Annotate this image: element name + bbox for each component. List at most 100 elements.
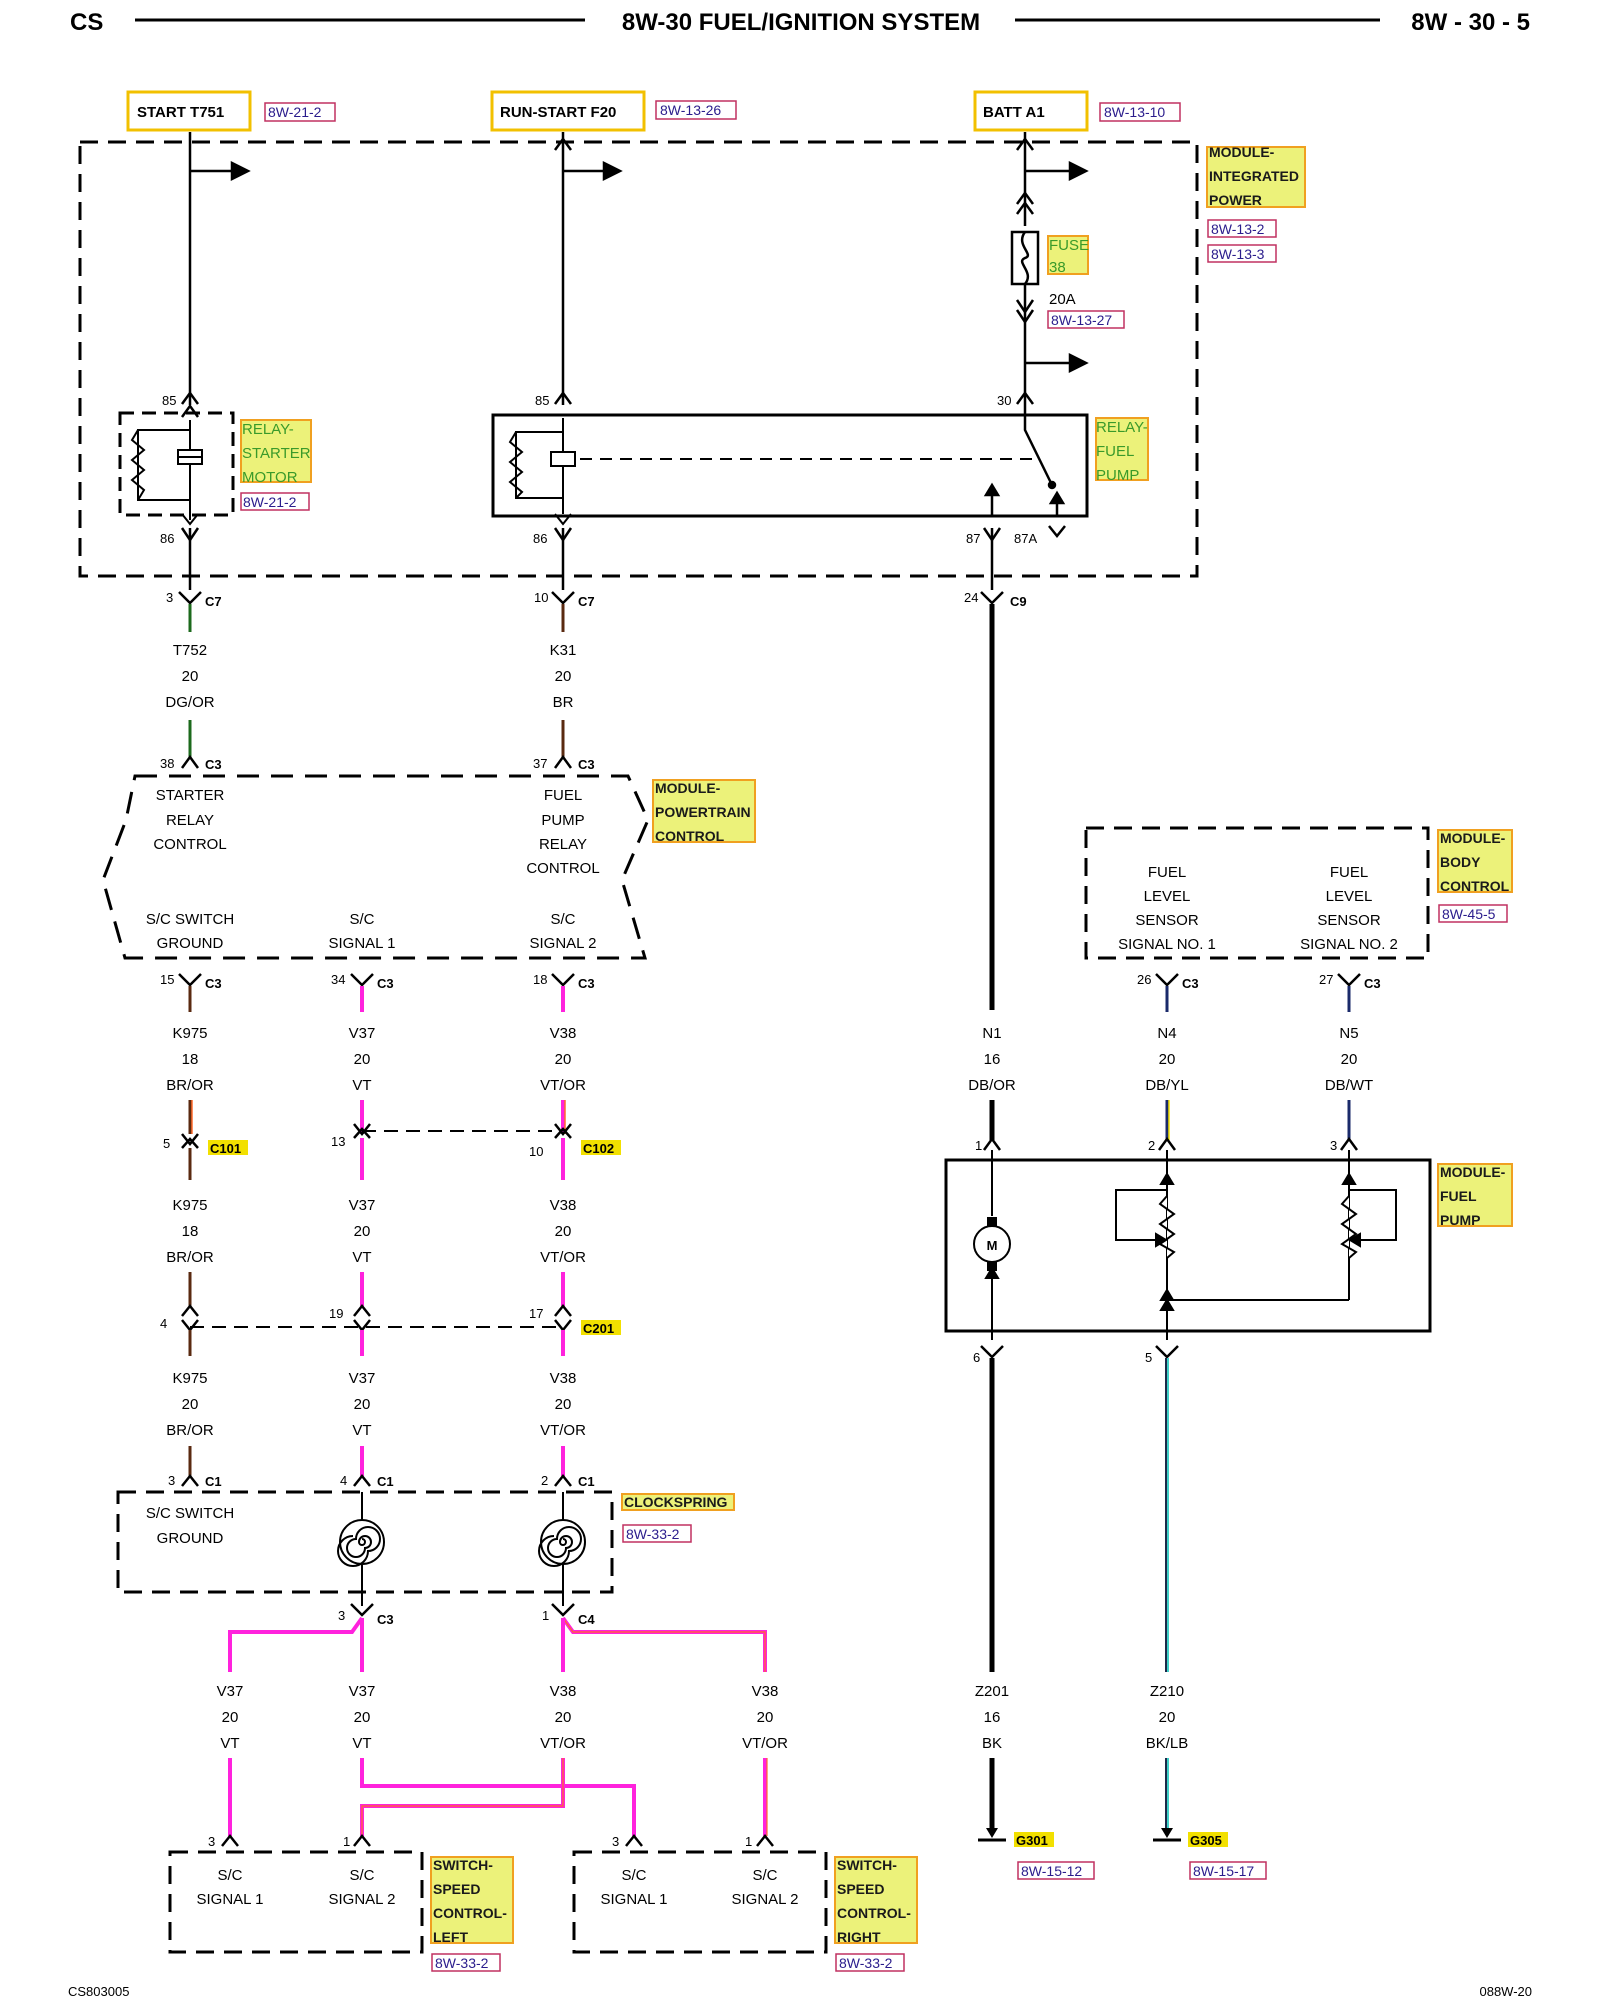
- svg-text:POWERTRAIN: POWERTRAIN: [655, 804, 751, 820]
- svg-text:Z210: Z210: [1150, 1683, 1184, 1700]
- svg-text:S/C: S/C: [217, 1867, 242, 1884]
- svg-text:MODULE-: MODULE-: [1209, 144, 1275, 160]
- svg-text:POWER: POWER: [1209, 192, 1262, 208]
- switch-left-label: SWITCH- SPEED CONTROL- LEFT 8W-33-2: [430, 1856, 514, 1972]
- svg-text:S/C: S/C: [349, 1867, 374, 1884]
- svg-text:C3: C3: [377, 1612, 394, 1627]
- ipm-ref-1[interactable]: 8W-13-2: [1211, 221, 1265, 237]
- svg-text:4: 4: [340, 1473, 347, 1488]
- clockspring-ref[interactable]: 8W-33-2: [626, 1526, 680, 1542]
- svg-text:S/C SWITCH: S/C SWITCH: [146, 1505, 234, 1522]
- svg-text:5: 5: [163, 1136, 170, 1151]
- svg-text:SIGNAL 2: SIGNAL 2: [732, 1891, 799, 1908]
- svg-text:BODY: BODY: [1440, 854, 1481, 870]
- module-clockspring-box: [116, 1490, 614, 1594]
- svg-text:DB/WT: DB/WT: [1325, 1077, 1373, 1094]
- svg-text:C3: C3: [578, 976, 595, 991]
- module-integrated-power-box: [78, 140, 1199, 578]
- svg-text:VT/OR: VT/OR: [540, 1422, 586, 1439]
- svg-text:DG/OR: DG/OR: [165, 694, 214, 711]
- fuse-ref[interactable]: 8W-13-27: [1051, 312, 1112, 328]
- svg-text:20: 20: [354, 1051, 371, 1068]
- ground-g301-ref[interactable]: 8W-15-12: [1021, 1863, 1082, 1879]
- svg-text:C3: C3: [377, 976, 394, 991]
- wire-v37-left-branch[interactable]: [228, 1616, 364, 1672]
- svg-text:VT/OR: VT/OR: [742, 1735, 788, 1752]
- svg-text:24: 24: [964, 590, 978, 605]
- svg-text:CONTROL: CONTROL: [1440, 878, 1510, 894]
- svg-text:BR/OR: BR/OR: [166, 1249, 214, 1266]
- svg-text:20: 20: [182, 1396, 199, 1413]
- power-sources: START T751 8W-21-2 RUN-START F20 8W-13-2…: [126, 90, 1181, 132]
- wire-v37-cross[interactable]: [360, 1758, 636, 1836]
- c201-label: C201: [583, 1321, 614, 1336]
- switch-left-ref[interactable]: 8W-33-2: [435, 1955, 489, 1971]
- svg-text:SENSOR: SENSOR: [1135, 912, 1199, 929]
- pcm-sc-labels: S/C SWITCH GROUND S/C SIGNAL 1 S/C SIGNA…: [146, 911, 597, 952]
- svg-text:BR: BR: [553, 694, 574, 711]
- wire-v38-cross[interactable]: [360, 1758, 565, 1836]
- svg-text:RELAY: RELAY: [539, 836, 587, 853]
- header-title: 8W-30 FUEL/IGNITION SYSTEM: [622, 9, 980, 36]
- svg-text:C3: C3: [1182, 976, 1199, 991]
- svg-text:K975: K975: [172, 1025, 207, 1042]
- relay-fuel-pump-box: [491, 413, 1089, 518]
- svg-text:C1: C1: [377, 1474, 394, 1489]
- svg-text:20: 20: [354, 1223, 371, 1240]
- svg-text:FUEL: FUEL: [1096, 443, 1134, 460]
- svg-text:RELAY: RELAY: [166, 812, 214, 829]
- svg-text:20: 20: [757, 1709, 774, 1726]
- svg-text:C4: C4: [578, 1612, 595, 1627]
- source-batt-a1: BATT A1: [983, 104, 1045, 121]
- svg-text:2: 2: [541, 1473, 548, 1488]
- svg-text:SENSOR: SENSOR: [1317, 912, 1381, 929]
- svg-text:BR/OR: BR/OR: [166, 1422, 214, 1439]
- svg-text:SIGNAL 2: SIGNAL 2: [530, 935, 597, 952]
- switch-speed-control-right-box: [572, 1850, 828, 1954]
- svg-text:20: 20: [555, 1396, 572, 1413]
- svg-text:V37: V37: [349, 1683, 376, 1700]
- svg-text:RELAY-: RELAY-: [242, 421, 294, 438]
- svg-text:FUEL: FUEL: [544, 787, 582, 804]
- svg-text:RELAY-: RELAY-: [1096, 419, 1148, 436]
- ground-g305-label: G305: [1190, 1833, 1222, 1848]
- svg-text:STARTER: STARTER: [242, 445, 311, 462]
- source-run-start-ref[interactable]: 8W-13-26: [660, 102, 721, 118]
- svg-text:V38: V38: [550, 1370, 577, 1387]
- source-run-start-f20: RUN-START F20: [500, 104, 616, 121]
- source-batt-ref[interactable]: 8W-13-10: [1104, 104, 1165, 120]
- bcm-ref[interactable]: 8W-45-5: [1442, 906, 1496, 922]
- svg-text:MODULE-: MODULE-: [1440, 830, 1506, 846]
- svg-text:DB/YL: DB/YL: [1145, 1077, 1188, 1094]
- svg-text:FUEL: FUEL: [1330, 864, 1368, 881]
- svg-text:CLOCKSPRING: CLOCKSPRING: [624, 1494, 728, 1510]
- svg-text:SPEED: SPEED: [837, 1881, 884, 1897]
- svg-text:5: 5: [1145, 1350, 1152, 1365]
- relay-starter-motor-label: RELAY- STARTER MOTOR 8W-21-2: [240, 419, 312, 511]
- svg-text:27: 27: [1319, 972, 1333, 987]
- c102-label: C102: [583, 1141, 614, 1156]
- svg-text:SIGNAL 1: SIGNAL 1: [197, 1891, 264, 1908]
- switch-right-ref[interactable]: 8W-33-2: [839, 1955, 893, 1971]
- footer-figure-code: CS803005: [68, 1984, 129, 1999]
- svg-text:3: 3: [208, 1834, 215, 1849]
- svg-text:GROUND: GROUND: [157, 935, 224, 952]
- svg-text:CONTROL-: CONTROL-: [433, 1905, 507, 1921]
- svg-text:LEFT: LEFT: [433, 1929, 468, 1945]
- svg-text:3: 3: [612, 1834, 619, 1849]
- svg-text:CONTROL-: CONTROL-: [837, 1905, 911, 1921]
- svg-text:16: 16: [984, 1709, 1001, 1726]
- svg-text:17: 17: [529, 1306, 543, 1321]
- svg-text:20: 20: [555, 668, 572, 685]
- svg-text:VT/OR: VT/OR: [540, 1249, 586, 1266]
- svg-text:SPEED: SPEED: [433, 1881, 480, 1897]
- svg-text:18: 18: [533, 972, 547, 987]
- source-start-ref[interactable]: 8W-21-2: [268, 104, 322, 120]
- ground-g305-ref[interactable]: 8W-15-17: [1193, 1863, 1254, 1879]
- footer-page-code: 088W-20: [1479, 1984, 1532, 1999]
- pin-87: 87: [966, 531, 980, 546]
- ipm-ref-2[interactable]: 8W-13-3: [1211, 246, 1265, 262]
- pcm-fuel-pump-relay-control-label: FUEL PUMP RELAY CONTROL: [526, 787, 599, 877]
- relay-starter-ref[interactable]: 8W-21-2: [243, 494, 297, 510]
